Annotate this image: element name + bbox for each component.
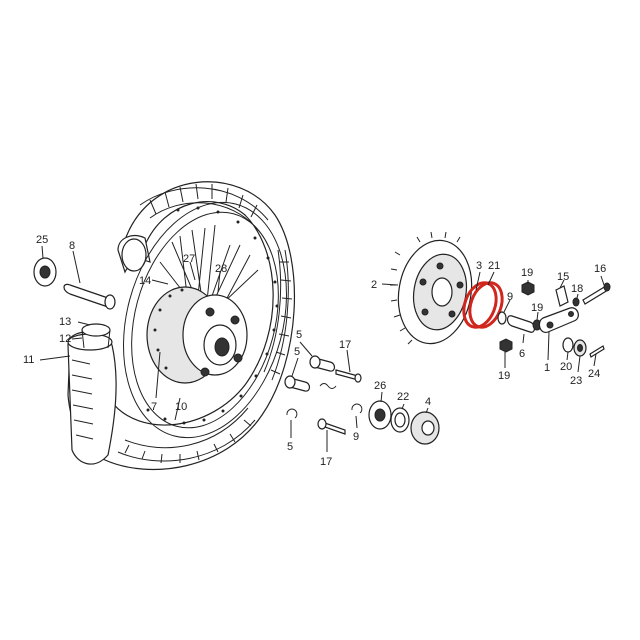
sprocket-2	[390, 231, 473, 345]
callout-28: 28	[215, 263, 227, 275]
spacer-8	[63, 283, 116, 310]
callout-20: 20	[560, 361, 572, 373]
callout-26: 26	[374, 380, 386, 392]
callout-12: 12	[59, 333, 71, 345]
bearing-25	[33, 257, 57, 287]
callout-labels: 25 8 27 28 14 13 12 11 7 10 2 3 21 19 9 …	[23, 234, 606, 468]
callout-16: 16	[594, 263, 606, 275]
callout-22: 22	[397, 391, 409, 403]
callout-6: 6	[519, 348, 525, 360]
leader-lines	[39, 245, 605, 452]
callout-18: 18	[571, 283, 583, 295]
callout-9-lower: 9	[353, 431, 359, 443]
callout-14: 14	[139, 275, 151, 287]
callout-17-upper: 17	[339, 339, 351, 351]
callout-19-mid: 19	[531, 302, 543, 314]
axle-parts	[284, 355, 440, 445]
callout-27: 27	[183, 253, 195, 265]
callout-5-middle: 5	[294, 346, 300, 358]
callout-21: 21	[488, 260, 500, 272]
callout-2: 2	[371, 279, 377, 291]
callout-5-upper: 5	[296, 329, 302, 341]
callout-8: 8	[69, 240, 75, 252]
callout-9-right: 9	[507, 291, 513, 303]
callout-11: 11	[23, 354, 34, 366]
retaining-ring-highlight	[462, 281, 504, 329]
small-parts-right	[497, 281, 611, 358]
inner-tube	[81, 323, 111, 349]
tire-section-left	[67, 331, 117, 465]
callout-23: 23	[570, 375, 582, 387]
callout-13: 13	[59, 316, 71, 328]
callout-17-lower: 17	[320, 456, 332, 468]
callout-10: 10	[175, 401, 187, 413]
callout-25: 25	[36, 234, 48, 246]
hub	[146, 286, 248, 384]
callout-7: 7	[151, 401, 157, 413]
callout-4: 4	[425, 396, 431, 408]
callout-1: 1	[544, 362, 550, 374]
callout-5-lower: 5	[287, 441, 293, 453]
rim	[123, 201, 287, 439]
callout-15: 15	[557, 271, 569, 283]
callout-19-top: 19	[521, 267, 533, 279]
callout-3: 3	[476, 260, 482, 272]
callout-19-bottom: 19	[498, 370, 510, 382]
callout-24: 24	[588, 368, 600, 380]
tire-section-top	[117, 235, 151, 274]
